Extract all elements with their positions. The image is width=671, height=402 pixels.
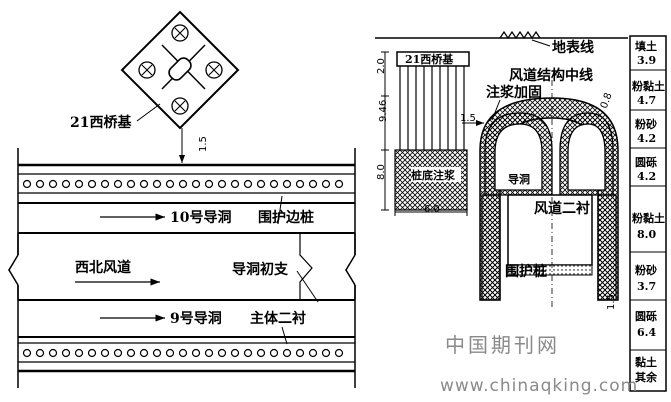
pilot-tunnel-9-label: 9号导洞 — [170, 311, 222, 327]
soil-layer-thickness: 4.2 — [637, 132, 656, 145]
soil-layer-name: 粉砂 — [635, 263, 657, 277]
dim-9-46: 9.46 — [378, 100, 389, 122]
dim-1-5-left: 1.5 — [460, 113, 476, 124]
soil-layer-thickness: 3.9 — [637, 54, 656, 67]
soil-layer-thickness: 8.0 — [637, 228, 656, 241]
soil-layer-name: 粉砂 — [635, 117, 657, 131]
duct-secondary-lining-label: 风道二衬 — [534, 200, 590, 217]
nw-air-duct-label: 西北风道 — [75, 259, 131, 276]
dim-1-5-bottom: 1.5 — [606, 294, 617, 310]
watermark-url: www.chinaqking.com — [440, 376, 638, 396]
plan-view: 21西桥基 1.5 10号导洞 围护边桩 — [8, 10, 356, 388]
soil-layer-name: 粉黏土 — [632, 211, 665, 225]
dim-2-0: 2.0 — [376, 58, 387, 74]
soil-layer-thickness: 其余 — [635, 370, 658, 384]
bottom-pile-row — [22, 348, 344, 358]
pilot-tunnel-10-label: 10号导洞 — [170, 210, 231, 226]
soil-layer-thickness: 4.7 — [637, 94, 656, 107]
pile-bottom-grout-label: 桩底注浆 — [411, 168, 456, 182]
duct-centerline-label: 风道结构中线 — [509, 67, 593, 84]
pier-label: 21西桥基 — [405, 52, 454, 66]
clearance-dim: 1.5 — [198, 136, 209, 152]
ground-line-label: 地表线 — [552, 39, 594, 56]
pilot-tunnel-label: 导洞 — [508, 172, 530, 186]
retaining-pile-section-label: 围护桩 — [505, 263, 547, 280]
bridge-label: 21西桥基 — [70, 114, 132, 131]
soil-layer-name: 填土 — [635, 39, 657, 53]
watermark-cn: 中国期刊网 — [445, 333, 560, 357]
soil-layer-thickness: 6.4 — [637, 326, 656, 339]
soil-layer-name: 粉黏土 — [632, 79, 665, 93]
soil-layer-name: 圆砾 — [635, 309, 657, 323]
top-pile-row — [22, 179, 344, 189]
grout-reinforce-label: 注浆加固 — [486, 84, 542, 101]
retaining-pile-label: 围护边桩 — [258, 209, 314, 226]
air-duct-structure — [479, 97, 619, 301]
cross-section-view: 地表线 21西桥基 桩底注浆 2.0 9.46 8.0 6.0 — [375, 30, 628, 310]
soil-layer-name: 黏土 — [635, 355, 657, 369]
dim-6-0: 6.0 — [424, 204, 440, 215]
pier-cap — [396, 51, 470, 67]
initial-support-label: 导洞初支 — [232, 261, 289, 278]
soil-layer-thickness: 3.7 — [637, 280, 656, 293]
bridge-foundation-diamond — [120, 10, 240, 130]
dim-0-8: 0.8 — [599, 91, 615, 110]
soil-layer-name: 圆砾 — [635, 155, 657, 169]
soil-layer-thickness: 4.2 — [637, 170, 656, 183]
secondary-lining-label: 主体二衬 — [250, 310, 306, 327]
dim-8-0-vertical: 8.0 — [376, 164, 387, 180]
soil-column: 填土 3.9 粉黏土 4.7 粉砂 4.2 圆砾 4.2 粉黏土 8.0 粉砂 … — [629, 35, 667, 392]
